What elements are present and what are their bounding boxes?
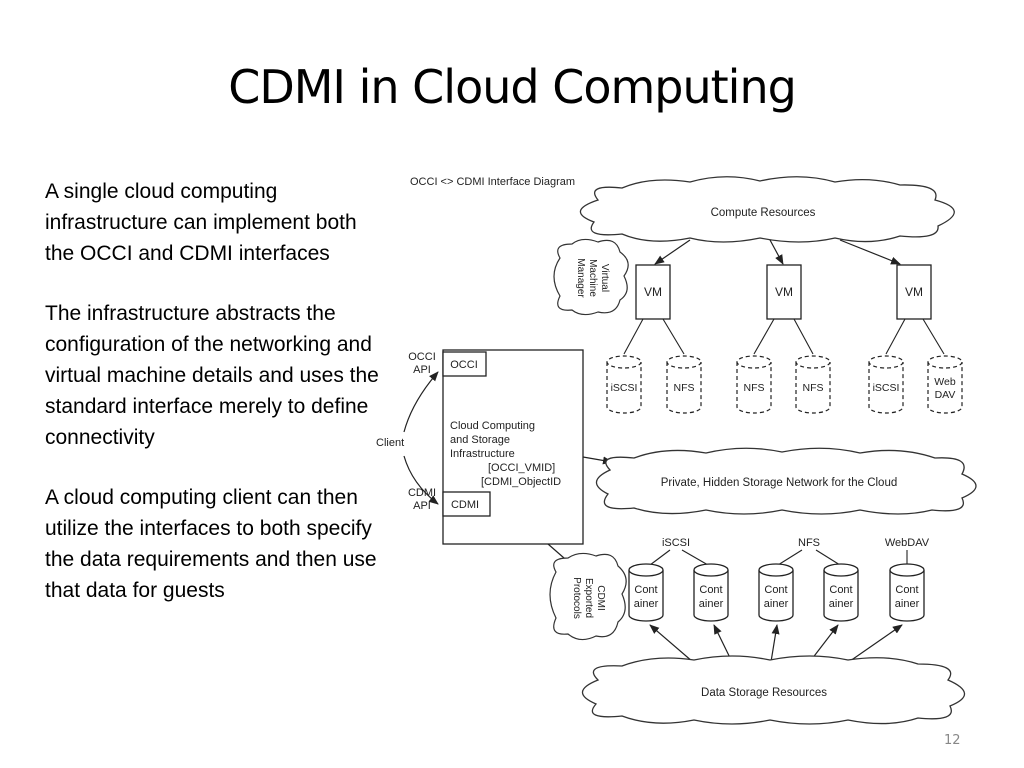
svg-text:Protocols: Protocols bbox=[571, 577, 582, 619]
cdmi-tab bbox=[442, 491, 491, 517]
svg-text:ainer: ainer bbox=[895, 598, 920, 610]
infra-id-2: [CDMI_ObjectID bbox=[481, 476, 561, 488]
vm-label-3: VM bbox=[905, 285, 923, 299]
svg-text:Virtual: Virtual bbox=[599, 264, 610, 292]
cdmi-tab-label: CDMI bbox=[451, 499, 479, 511]
compute-resources-label: Compute Resources bbox=[711, 207, 816, 219]
protocol-webdav: WebDAV bbox=[885, 537, 930, 549]
svg-text:Cont: Cont bbox=[634, 584, 657, 596]
container-3: Cont ainer bbox=[758, 563, 794, 622]
container-5: Cont ainer bbox=[889, 563, 925, 622]
vm-disk-1: iSCSI bbox=[606, 355, 642, 414]
svg-text:ainer: ainer bbox=[699, 598, 724, 610]
vmm-cloud bbox=[553, 238, 629, 316]
slide-title: CDMI in Cloud Computing bbox=[228, 60, 797, 114]
svg-text:ainer: ainer bbox=[829, 598, 854, 610]
svg-text:Machine: Machine bbox=[587, 259, 598, 297]
container-2: Cont ainer bbox=[693, 563, 729, 622]
vm-label-1: VM bbox=[644, 285, 662, 299]
vm-box-3 bbox=[896, 264, 932, 320]
svg-text:Cont: Cont bbox=[895, 584, 918, 596]
vm-disk-6: Web DAV bbox=[927, 355, 963, 414]
storage-network-cloud bbox=[595, 447, 977, 515]
svg-text:CDMI: CDMI bbox=[595, 585, 606, 611]
compute-resources-cloud bbox=[579, 176, 955, 243]
svg-text:ainer: ainer bbox=[764, 598, 789, 610]
paragraph-3: A cloud computing client can then utiliz… bbox=[45, 486, 377, 602]
vm-box-2 bbox=[766, 264, 802, 320]
vm-disk-4: NFS bbox=[795, 355, 831, 414]
storage-network-label: Private, Hidden Storage Network for the … bbox=[661, 477, 898, 489]
occi-api-label-1: OCCI bbox=[408, 351, 436, 363]
occi-tab bbox=[442, 351, 487, 377]
container-1: Cont ainer bbox=[628, 563, 664, 622]
svg-text:Cont: Cont bbox=[699, 584, 722, 596]
page-number: 12 bbox=[944, 733, 961, 748]
svg-text:NFS: NFS bbox=[744, 382, 765, 394]
exported-protocols-label: CDMI Exported Protocols bbox=[571, 577, 606, 619]
infra-text-1: Cloud Computing bbox=[450, 420, 535, 432]
infra-id-1: [OCCI_VMID] bbox=[488, 462, 555, 474]
svg-text:DAV: DAV bbox=[935, 389, 956, 401]
vm-disk-5: iSCSI bbox=[868, 355, 904, 414]
vm-label-2: VM bbox=[775, 285, 793, 299]
vm-disk-3: NFS bbox=[736, 355, 772, 414]
infra-text-2: and Storage bbox=[450, 434, 510, 446]
exported-protocols-cloud bbox=[549, 552, 627, 641]
diagram-caption: OCCI <> CDMI Interface Diagram bbox=[410, 176, 575, 188]
data-storage-cloud bbox=[581, 655, 966, 725]
body-text: A single cloud computing infrastructure … bbox=[45, 177, 385, 637]
paragraph-1: A single cloud computing infrastructure … bbox=[45, 180, 357, 265]
svg-text:Web: Web bbox=[934, 376, 956, 388]
vmm-label: Virtual Machine Manager bbox=[575, 258, 610, 298]
vm-disk-2: NFS bbox=[666, 355, 702, 414]
data-storage-label: Data Storage Resources bbox=[701, 687, 827, 699]
svg-text:iSCSI: iSCSI bbox=[873, 382, 900, 394]
svg-text:iSCSI: iSCSI bbox=[611, 382, 638, 394]
container-4: Cont ainer bbox=[823, 563, 859, 622]
infra-text-3: Infrastructure bbox=[450, 448, 515, 460]
svg-text:NFS: NFS bbox=[674, 382, 695, 394]
cdmi-api-label-2: API bbox=[413, 500, 431, 512]
svg-text:NFS: NFS bbox=[803, 382, 824, 394]
occi-tab-label: OCCI bbox=[450, 359, 478, 371]
vm-box-1 bbox=[635, 264, 671, 320]
protocol-iscsi: iSCSI bbox=[662, 537, 690, 549]
svg-text:Cont: Cont bbox=[764, 584, 787, 596]
paragraph-2: The infrastructure abstracts the configu… bbox=[45, 302, 379, 449]
svg-text:Cont: Cont bbox=[829, 584, 852, 596]
occi-api-label-2: API bbox=[413, 364, 431, 376]
svg-text:Exported: Exported bbox=[583, 578, 594, 618]
protocol-nfs: NFS bbox=[798, 537, 820, 549]
svg-text:ainer: ainer bbox=[634, 598, 659, 610]
client-label: Client bbox=[376, 437, 404, 449]
svg-text:Manager: Manager bbox=[575, 258, 586, 298]
